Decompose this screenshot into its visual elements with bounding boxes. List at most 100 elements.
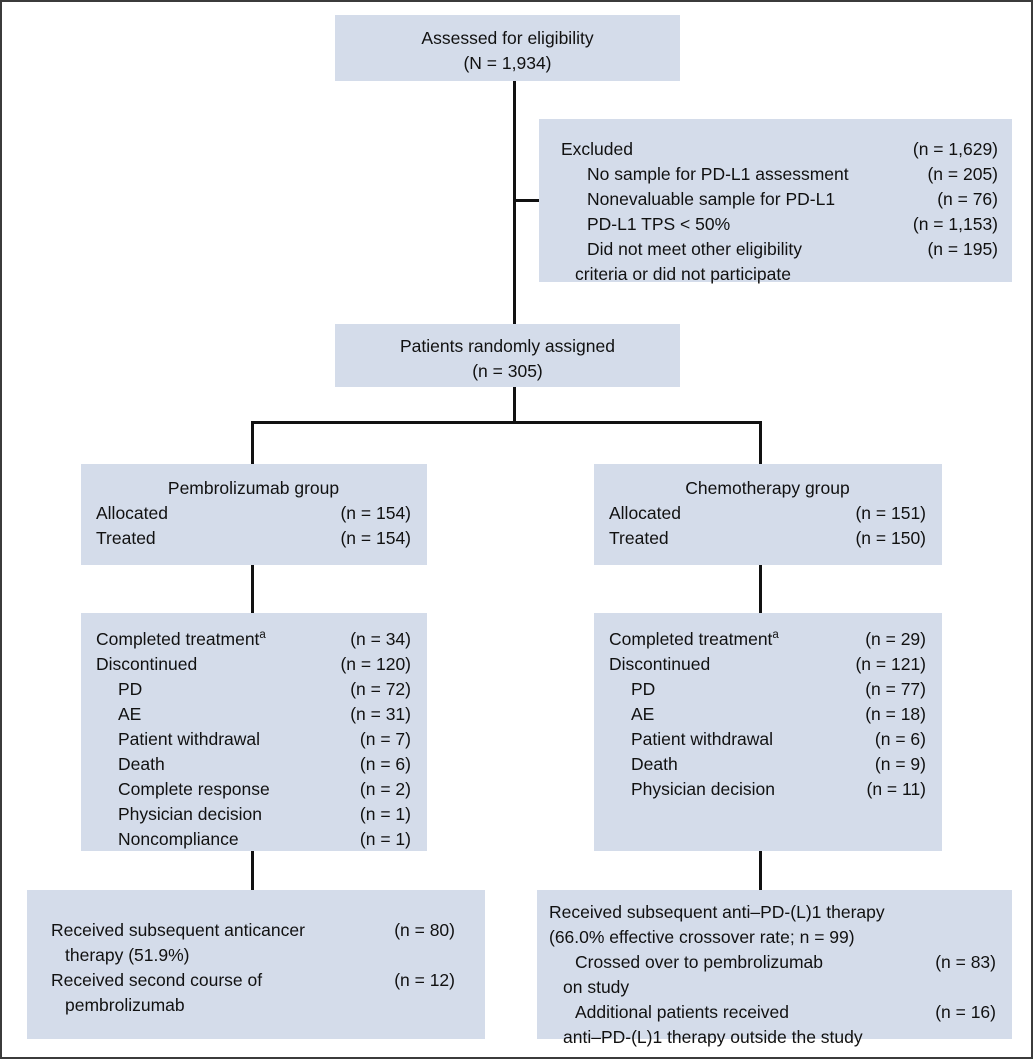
disposition-row: Complete response (n = 2) [96,777,411,802]
assessed-label: Assessed for eligibility [421,28,594,48]
disposition-label: Discontinued [609,654,711,674]
disposition-count: (n = 120) [340,654,411,674]
disposition-label: Death [631,754,678,774]
allocation-label: Treated [96,528,156,548]
connector-to-excluded [513,199,541,202]
disposition-label: PD [631,679,656,699]
randomized-label: Patients randomly assigned [400,336,615,356]
additional-patients-row: Additional patients received (n = 16) [549,1000,996,1025]
disposition-label: Patient withdrawal [118,729,261,749]
disposition-label: AE [118,704,142,724]
disposition-label: Discontinued [96,654,198,674]
second-course-count: (n = 12) [394,970,455,990]
excluded-total-row: Excluded (n = 1,629) [561,137,998,162]
excluded-reason-row: PD-L1 TPS < 50% (n = 1,153) [561,212,998,237]
connector-split-bar [251,421,762,424]
randomized-count: (n = 305) [472,361,543,381]
disposition-row: Death (n = 9) [609,752,926,777]
disposition-row: AE (n = 31) [96,702,411,727]
subsequent-anticancer-label: Received subsequent anticancer [51,920,305,940]
crossed-over-label: Crossed over to pembrolizumab [575,952,824,972]
excluded-title: Excluded [561,139,633,159]
excluded-reason-label: No sample for PD-L1 assessment [587,164,849,184]
connector-split-left [251,421,254,464]
disposition-row: Noncompliance (n = 1) [96,827,411,852]
connector-split-right [759,421,762,464]
second-course-continuation: pembrolizumab [65,995,185,1015]
disposition-count: (n = 6) [359,754,411,774]
footnote-marker-a: a [772,629,779,642]
disposition-count: (n = 77) [865,679,926,699]
disposition-row: Physician decision (n = 11) [609,777,926,802]
disposition-label: Death [118,754,165,774]
subsequent-row: Received second course of (n = 12) [51,968,455,993]
additional-patients-count: (n = 16) [935,1002,996,1022]
connector-chemo-alloc-to-disp [759,565,762,613]
excluded-reason-count: (n = 76) [937,189,998,209]
disposition-count: (n = 7) [359,729,411,749]
connector-chemo-disp-to-subseq [759,851,762,891]
disposition-row: PD (n = 77) [609,677,926,702]
disposition-count: (n = 72) [350,679,411,699]
disposition-count: (n = 121) [855,654,926,674]
disposition-label: Complete response [118,779,270,799]
disposition-count: (n = 29) [865,629,926,649]
disposition-count: (n = 2) [359,779,411,799]
subsequent-antipd-header-line1: Received subsequent anti–PD-(L)1 therapy [549,902,885,922]
crossed-over-continuation: on study [563,977,630,997]
disposition-label: Physician decision [631,779,775,799]
disposition-label: AE [631,704,655,724]
disposition-row: Patient withdrawal (n = 6) [609,727,926,752]
second-course-label: Received second course of [51,970,263,990]
disposition-label: Physician decision [118,804,262,824]
disposition-row: Discontinued (n = 120) [96,652,411,677]
disposition-row: Completed treatmenta (n = 34) [96,627,411,652]
box-excluded: Excluded (n = 1,629) No sample for PD-L1… [539,119,1012,284]
subsequent-antipd-header-line2: (66.0% effective crossover rate; n = 99) [549,927,855,947]
disposition-count: (n = 9) [874,754,926,774]
chemotherapy-group-title: Chemotherapy group [685,478,850,498]
box-assessed-for-eligibility: Assessed for eligibility (N = 1,934) [335,15,680,81]
allocation-label: Allocated [96,503,168,523]
connector-pembro-disp-to-subseq [251,851,254,891]
disposition-count: (n = 11) [866,779,927,799]
excluded-reason-label: Did not meet other eligibility [587,239,802,259]
pembrolizumab-group-title: Pembrolizumab group [167,478,340,498]
excluded-reason-label: Nonevaluable sample for PD-L1 [587,189,836,209]
disposition-count: (n = 1) [359,804,411,824]
additional-patients-continuation: anti–PD-(L)1 therapy outside the study [563,1027,863,1047]
disposition-label: Completed treatment [96,629,260,649]
disposition-row: AE (n = 18) [609,702,926,727]
disposition-count: (n = 1) [359,829,411,849]
disposition-row: Physician decision (n = 1) [96,802,411,827]
subsequent-anticancer-count: (n = 80) [394,920,455,940]
box-pembrolizumab-allocation: Pembrolizumab group Allocated (n = 154) … [81,464,427,565]
allocation-count: (n = 154) [340,528,411,548]
box-patients-randomly-assigned: Patients randomly assigned (n = 305) [335,324,680,387]
allocation-label: Treated [609,528,669,548]
allocation-label: Allocated [609,503,681,523]
footnote-marker-a: a [259,629,266,642]
excluded-total-count: (n = 1,629) [912,139,998,159]
connector-assessed-to-randomized [513,80,516,324]
disposition-label: Noncompliance [118,829,239,849]
box-chemotherapy-allocation: Chemotherapy group Allocated (n = 151) T… [594,464,942,565]
subsequent-anticancer-continuation: therapy (51.9%) [65,945,190,965]
disposition-row: PD (n = 72) [96,677,411,702]
excluded-reason-count: (n = 1,153) [912,214,998,234]
excluded-reason-continuation: criteria or did not participate [575,264,791,284]
excluded-reason-count: (n = 195) [927,239,998,259]
excluded-reason-row: Nonevaluable sample for PD-L1 (n = 76) [561,187,998,212]
assessed-count: (N = 1,934) [463,53,552,73]
allocation-row: Allocated (n = 151) [609,501,926,526]
crossed-over-count: (n = 83) [935,952,996,972]
excluded-reason-row: Did not meet other eligibility (n = 195) [561,237,998,262]
disposition-row: Death (n = 6) [96,752,411,777]
allocation-count: (n = 154) [340,503,411,523]
connector-randomized-down [513,386,516,424]
box-pembrolizumab-disposition: Completed treatmenta (n = 34) Discontinu… [81,613,427,851]
excluded-reason-label: PD-L1 TPS < 50% [587,214,731,234]
allocation-row: Treated (n = 150) [609,526,926,551]
box-pembrolizumab-subsequent-therapy: Received subsequent anticancer (n = 80) … [27,890,485,1039]
